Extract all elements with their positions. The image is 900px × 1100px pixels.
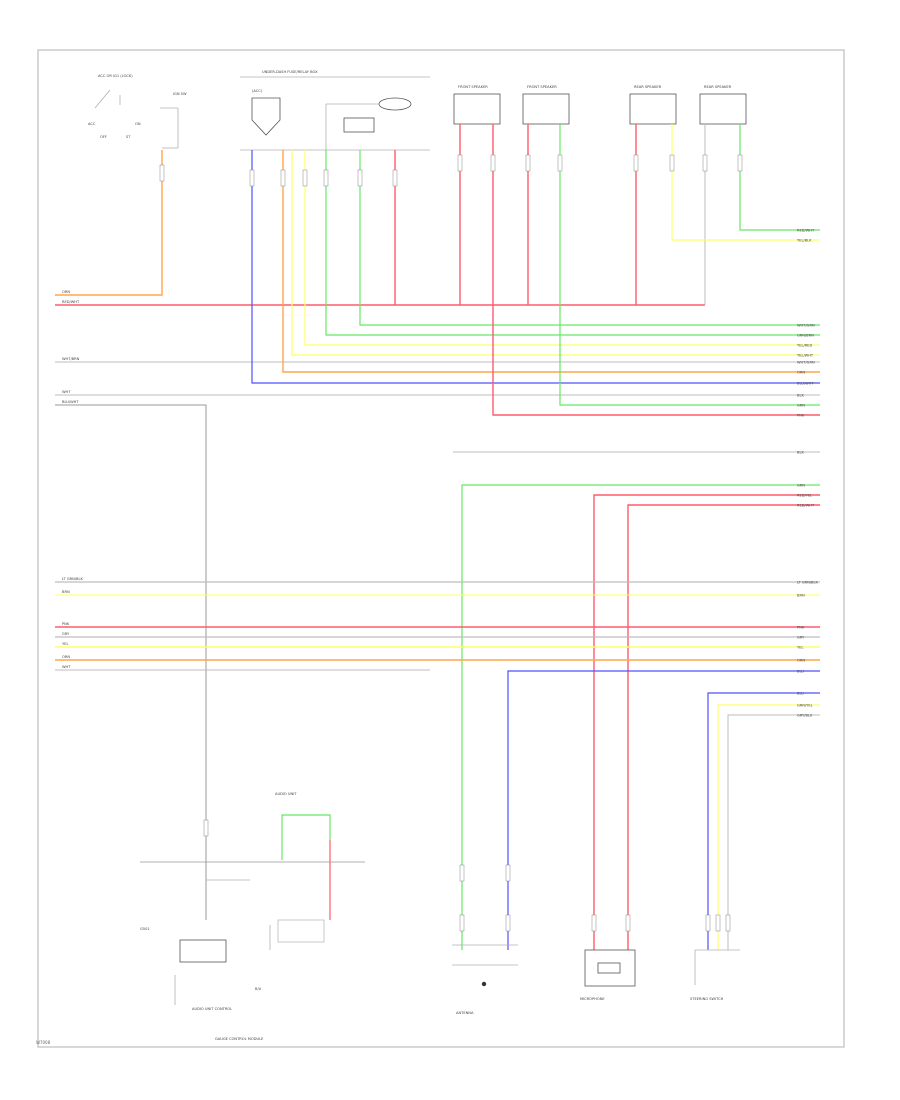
connector-ticks [159,154,743,932]
svg-text:OFF: OFF [100,135,107,139]
right-wire-label: BLU [797,692,804,696]
ground-label: G501 [140,927,150,931]
speaker-rear-left: REAR SPEAKER [629,85,677,125]
speaker-front-left: FRONT SPEAKER [453,85,501,125]
right-wire-label: YEL/RED [797,344,812,348]
cluster-label: GAUGE CONTROL MODULE [215,1037,264,1041]
wire-group [55,124,820,950]
antenna-label: ANTENNA [456,1011,474,1015]
relay-box-block [343,117,375,133]
right-wire-label: GRY/BLU [797,714,813,718]
svg-text:B/U: B/U [255,987,262,991]
audio-unit-label: AUDIO UNIT [275,792,297,796]
left-wire-label: YEL [62,642,68,646]
right-wire-label: YEL/WHT [797,354,814,358]
svg-text:IGN SW: IGN SW [173,92,187,96]
left-wire-label: GRY [62,632,70,636]
right-wire-label: PNK [797,626,805,630]
right-wire-label: RED/WHT [797,229,815,233]
right-wire-label: GRN [797,484,805,488]
steering-label: STEERING SWITCH [690,997,724,1001]
speaker-front-right: FRONT SPEAKER [522,85,570,125]
right-wire-label: BLK [797,394,804,398]
diagram-frame [37,49,845,1048]
right-wire-label: YEL [797,646,803,650]
right-wire-label: BLU/WHT [797,382,814,386]
ground-block: G501 AUDIO UNIT GAUGE CONTROL MODULE AUD… [140,792,325,1041]
diagram-code: W7008 [36,1040,51,1045]
right-wire-label: BLU [797,670,804,674]
left-wire-label: ORN [62,655,70,659]
relay-coil [378,97,412,111]
svg-text:ACC: ACC [88,122,96,126]
speaker-fl-label: FRONT SPEAKER [458,85,488,89]
left-wire-label: LT GRN/BLK [62,577,83,581]
left-wire-label: BRN [62,590,70,594]
right-wire-label: ORN [797,659,805,663]
wire-orange-switch [55,150,163,296]
speaker-fr-label: FRONT SPEAKER [527,85,557,89]
right-wire-label: ORN [797,371,805,375]
svg-text:ST: ST [126,135,131,139]
left-wire-label: WHT/BRN [62,357,80,361]
antenna-component: ANTENNA [452,944,518,1015]
ignition-switch: ACC OR IG1 (LOCK) ACC ON OFF ST IGN SW [88,74,187,149]
right-wire-label: LT GRN/BLK [797,581,818,585]
left-wire-label: BLU/WHT [62,400,79,404]
switch-label: ACC OR IG1 (LOCK) [98,74,133,78]
left-wire-label: ORN [62,290,70,294]
microphone-label: MICROPHONE [580,997,605,1001]
relay-box-title: UNDER-DASH FUSE/RELAY BOX [262,70,318,74]
fuse-relay-box: UNDER-DASH FUSE/RELAY BOX (ACC) [240,70,430,151]
left-wire-label: PNK [62,622,70,626]
right-wire-labels: RED/WHT YEL/BLK WHT/GRN GRN/BRN YEL/RED YEL/W… [797,229,818,718]
left-wire-label: RED/WHT [62,300,80,304]
svg-text:AUDIO UNIT CONTROL: AUDIO UNIT CONTROL [192,1007,232,1011]
right-wire-label: RED/WHT [797,504,815,508]
left-wire-labels: ORN RED/WHT WHT/BRN WHT BLU/WHT LT GRN/BLK BRN… [62,290,83,669]
right-wire-label: WHT/GRN [797,361,815,365]
left-wire-label: WHT [62,665,71,669]
speaker-rear-right: REAR SPEAKER [699,85,747,125]
right-wire-label: GRN/YEL [797,704,813,708]
right-wire-label: WHT/GRN [797,324,815,328]
fuse-shape [251,97,281,136]
svg-text:ON: ON [135,122,141,126]
right-wire-label: RED/YEL [797,494,812,498]
speaker-rl-label: REAR SPEAKER [634,85,662,89]
right-wire-label: YEL/BLK [797,239,812,243]
right-wire-label: GRY [797,636,805,640]
right-wire-label: GRN/BRN [797,334,814,338]
right-wire-label: GRN [797,404,805,408]
right-wire-label: PNK [797,414,805,418]
fuse-label: (ACC) [252,89,263,93]
steering-switch-component: STEERING SWITCH [690,949,740,1001]
right-wire-label: BLK [797,451,804,455]
microphone-component: MICROPHONE [580,949,636,1001]
speaker-rr-label: REAR SPEAKER [704,85,732,89]
right-wire-label: BRN [797,594,805,598]
left-wire-label: WHT [62,390,71,394]
